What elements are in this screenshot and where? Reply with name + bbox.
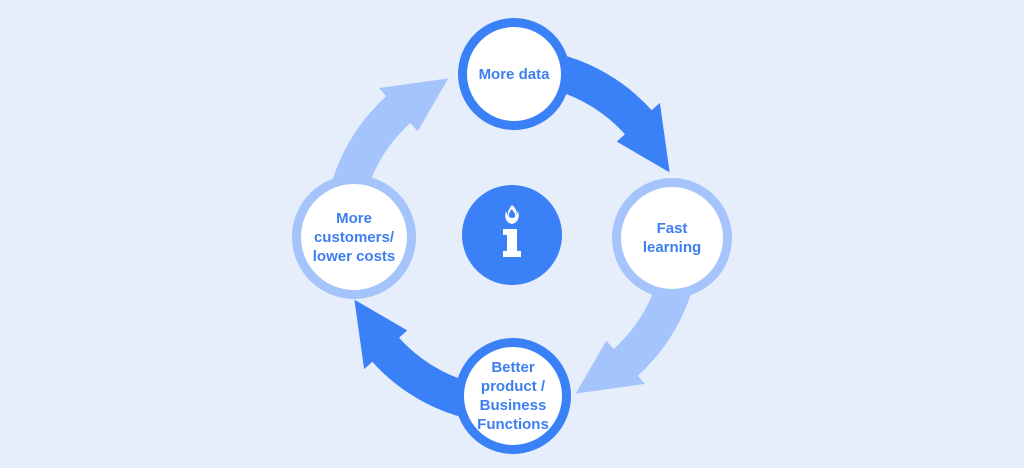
node-better-product: Better product / Business Functions xyxy=(455,338,571,454)
center-badge xyxy=(462,185,562,285)
node-more-data-label: More data xyxy=(478,65,550,83)
node-fast-learning: Fast learning xyxy=(612,178,732,298)
node-more-customers: More customers/ lower costs xyxy=(292,175,416,299)
flame-info-icon xyxy=(503,205,521,257)
node-better-product-label: Better product / Business Functions xyxy=(477,359,549,433)
node-more-data: More data xyxy=(458,18,570,130)
node-fast-learning-label: Fast learning xyxy=(642,220,702,256)
node-more-customers-label: More customers/ lower costs xyxy=(312,209,396,265)
